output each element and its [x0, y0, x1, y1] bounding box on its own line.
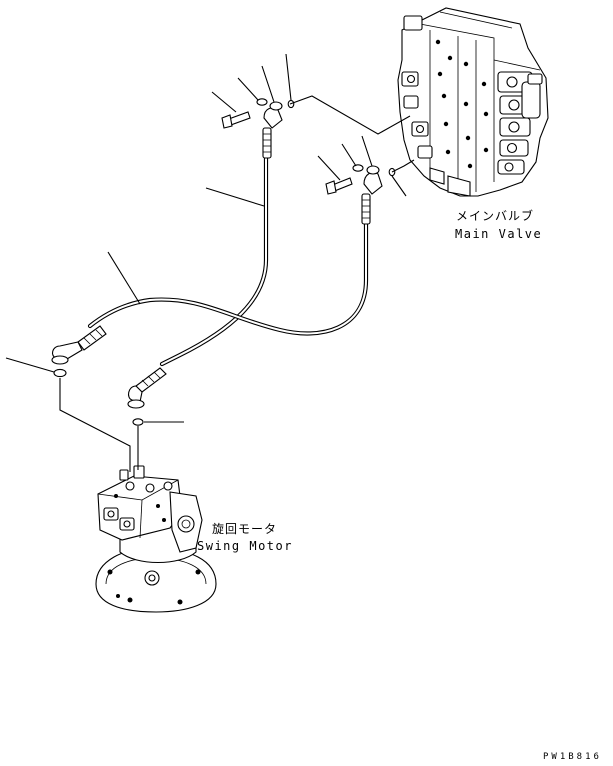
- hose-b-upper-fitting: [325, 164, 396, 225]
- drawing-code: PW1B816: [543, 752, 602, 762]
- hose-b-lower-fitting: [51, 325, 107, 365]
- main-valve-drawing: [397, 7, 549, 197]
- hose-main-valve-to-motor-a: [159, 147, 269, 367]
- connection-lines: [59, 95, 415, 472]
- o-ring-left: [53, 368, 67, 378]
- swing-motor-label-jp: 旋回モータ: [212, 522, 278, 536]
- main-valve-label-en: Main Valve: [455, 227, 543, 241]
- hose-a-lower-fitting: [127, 367, 167, 409]
- o-ring-right: [132, 418, 144, 426]
- swing-motor-label-en: Swing Motor: [197, 539, 293, 553]
- main-valve-label-jp: メインバルブ: [456, 209, 535, 223]
- hose-main-valve-to-motor-b: [87, 215, 369, 336]
- leader-lines: [5, 53, 407, 423]
- hose-a-upper-fitting: [221, 98, 295, 159]
- swing-motor-drawing: [95, 465, 217, 613]
